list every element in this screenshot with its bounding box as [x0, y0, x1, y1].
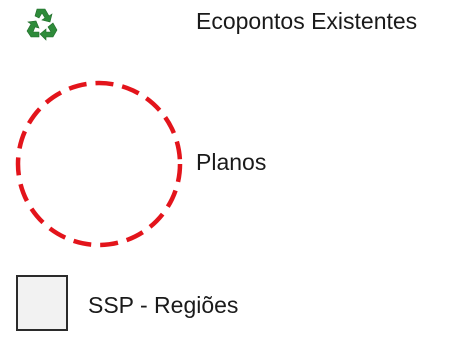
ssp-region-swatch: [16, 275, 68, 331]
legend-label-ecopontos: Ecopontos Existentes: [196, 8, 418, 34]
recycle-icon: [26, 8, 58, 41]
legend-label-planos: Planos: [196, 149, 267, 175]
plan-dashed-circle: [15, 80, 183, 248]
legend-label-ssp-regioes: SSP - Regiões: [88, 292, 239, 318]
